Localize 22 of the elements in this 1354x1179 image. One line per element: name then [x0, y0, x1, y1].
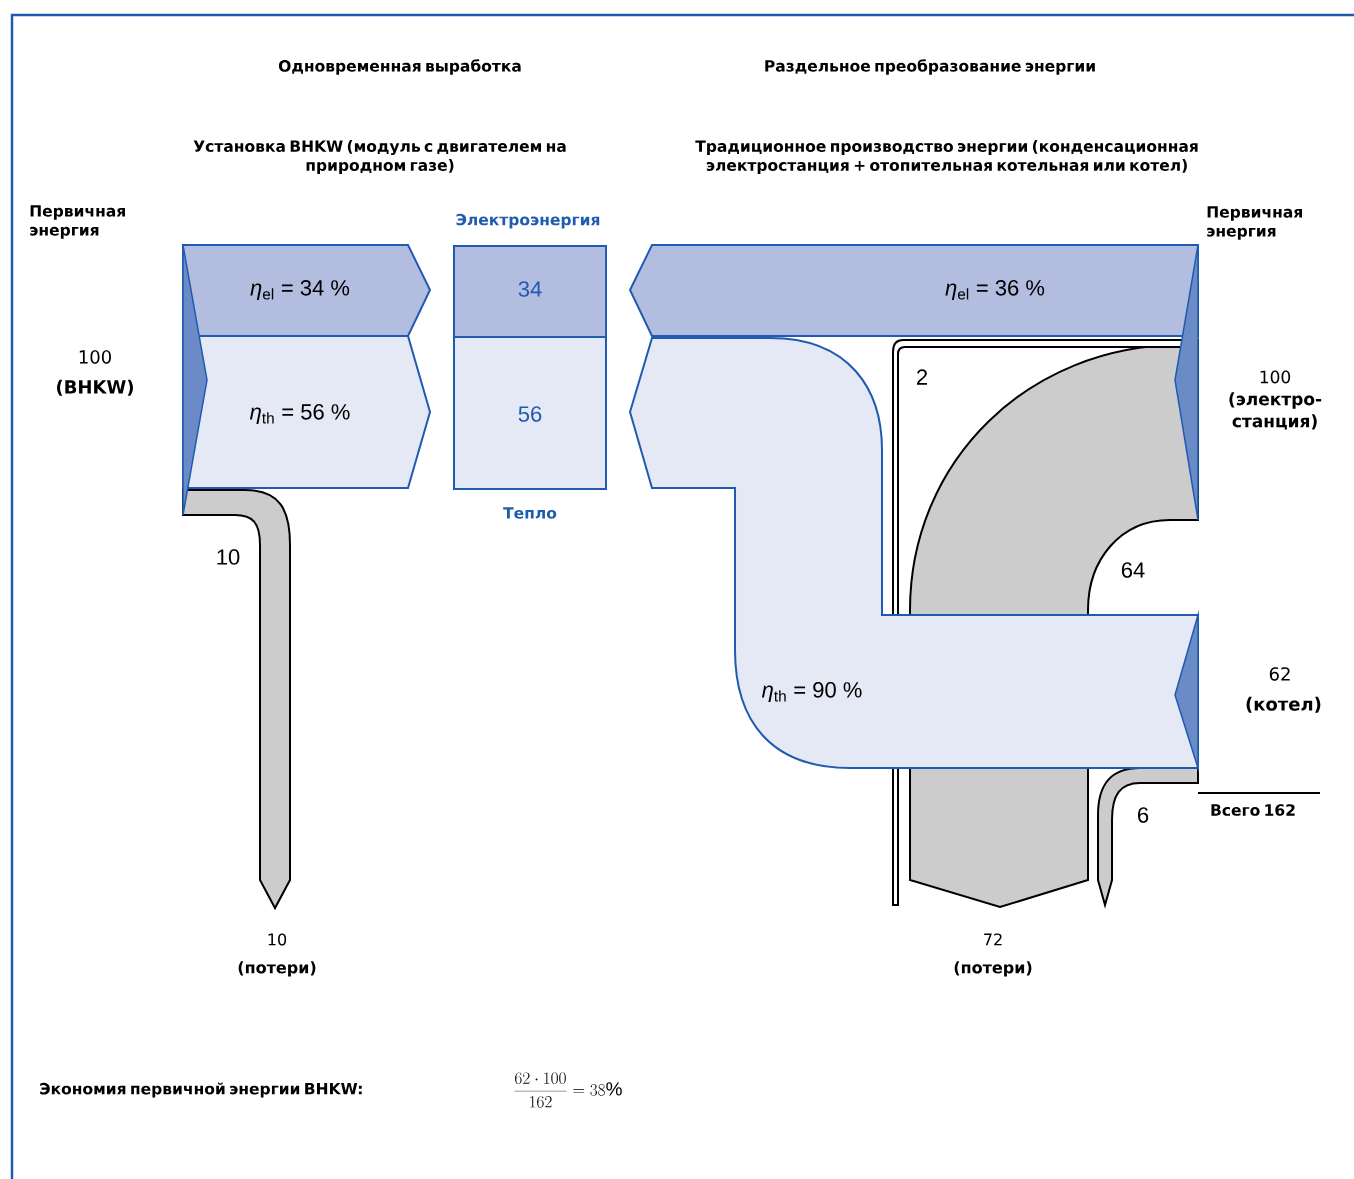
- value-box: 34: [453, 245, 607, 338]
- output-label: Электроэнергия: [456, 213, 600, 229]
- section-heading: Одновременная выработка: [278, 59, 521, 75]
- output-label: Тепло: [503, 507, 557, 519]
- efficiency-band: η$_{el}$ = 34 %: [182, 244, 432, 337]
- savings-label: Экономия первичной энергии BHKW:: [40, 1082, 362, 1098]
- group-heading: Установка BHKW (модуль с двигателем на природном газе): [193, 140, 566, 174]
- side-label: Первичная энергия: [1207, 206, 1302, 240]
- efficiency-band: η$_{th}$ = 56 %: [182, 335, 432, 489]
- value-label: 100 (электро- станция): [1229, 370, 1322, 430]
- value-label: 62 (котел): [1246, 667, 1321, 713]
- loss-band: 10: [182, 489, 291, 909]
- value-box: 56: [453, 336, 607, 490]
- section-heading: Раздельное преобразование энергии: [765, 59, 1095, 75]
- value-label: 72 (потери): [954, 933, 1032, 977]
- side-label: Первичная энергия: [30, 205, 125, 239]
- value-label: 10 (потери): [238, 933, 316, 977]
- total-label: Всего 162: [1211, 804, 1295, 816]
- value-label: 100 (BHKW): [57, 350, 133, 396]
- loss-band: 6: [1097, 767, 1199, 906]
- savings-formula: $\frac{62\cdot 100}{162}=38\%$: [514, 1072, 622, 1108]
- group-heading: Традиционное производство энергии (конденсационная электростанция + отопительная котельная или котел): [695, 140, 1198, 174]
